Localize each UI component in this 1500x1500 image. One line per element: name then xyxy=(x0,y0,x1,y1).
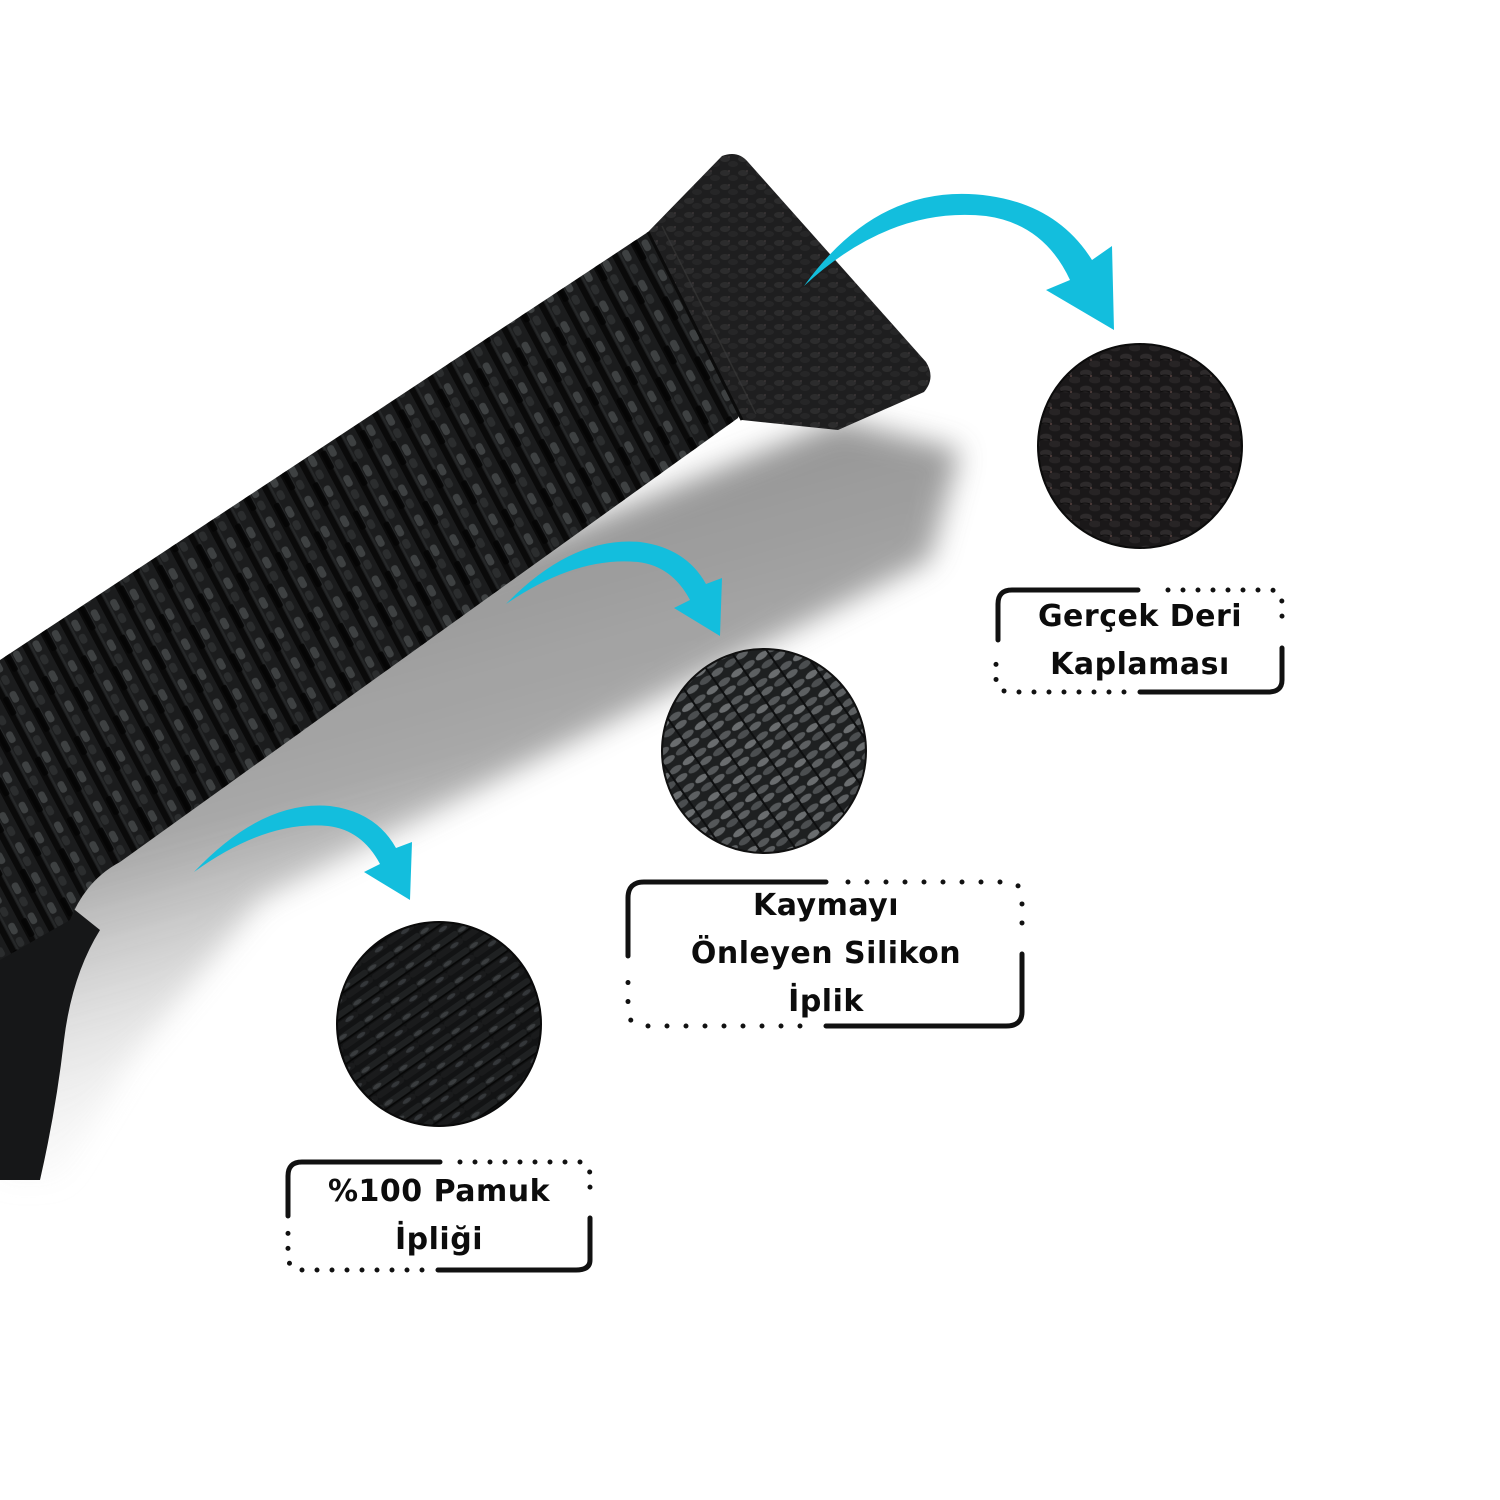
callout-arrow-cotton xyxy=(194,805,412,900)
callout-arrow-silicone xyxy=(506,541,722,636)
label-frame-silicone xyxy=(625,879,1025,1029)
curved-arrow-icon xyxy=(506,541,722,636)
label-leather-coating: Gerçek Deri Kaplaması xyxy=(1000,592,1280,690)
label-line: Kaplaması xyxy=(1050,647,1230,682)
label-anti-slip-silicone-thread: Kaymayı Önleyen Silikon İplik xyxy=(632,882,1020,1026)
texture-circle-cotton xyxy=(336,921,542,1127)
curved-arrow-icon xyxy=(804,193,1114,330)
label-cotton-thread: %100 Pamuk İpliği xyxy=(290,1166,588,1266)
label-line: Gerçek Deri xyxy=(1037,599,1243,634)
callout-arrow-leather xyxy=(804,193,1114,330)
curved-arrow-icon xyxy=(194,805,412,900)
label-frame-leather xyxy=(993,587,1285,695)
label-line: İplik xyxy=(788,984,864,1019)
leather-tip xyxy=(648,154,931,430)
label-line: Önleyen Silikon xyxy=(690,936,962,971)
watch-strap xyxy=(0,154,931,1180)
label-line: %100 Pamuk xyxy=(327,1174,551,1209)
label-line: İpliği xyxy=(395,1222,483,1257)
texture-circle-silicone xyxy=(661,648,867,854)
label-line: Kaymayı xyxy=(752,888,900,923)
texture-circle-leather xyxy=(1037,343,1243,549)
label-frame-cotton xyxy=(285,1159,593,1273)
